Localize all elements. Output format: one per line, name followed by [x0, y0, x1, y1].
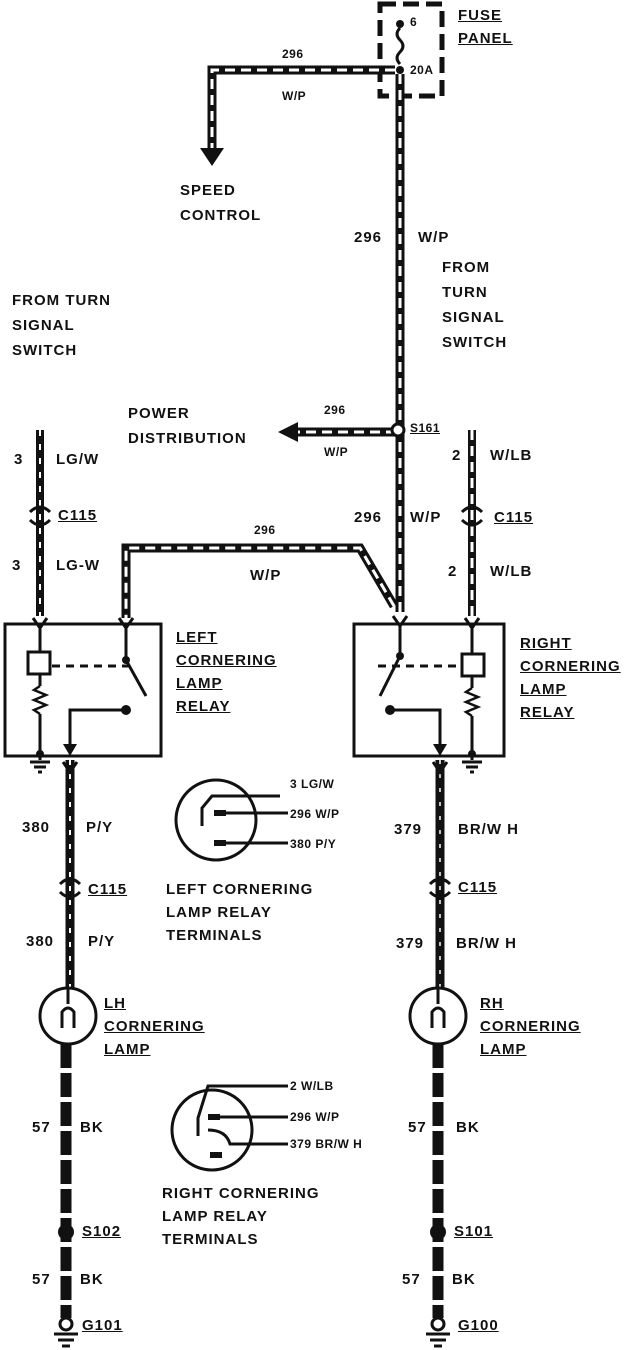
wire-296-power-distribution — [278, 422, 406, 442]
left-output-circuit-top: 380 — [22, 819, 51, 836]
right-terminal-2: 296 W/P — [290, 1110, 340, 1124]
lower-feed-color: W/P — [410, 509, 442, 526]
from-turn-signal-left: FROM TURN SIGNAL SWITCH — [12, 292, 111, 359]
right-ground-color-bottom: BK — [452, 1271, 476, 1288]
left-output-color-top: P/Y — [86, 819, 114, 836]
left-terminal-2: 296 W/P — [290, 807, 340, 821]
left-output-color-bottom: P/Y — [88, 933, 116, 950]
right-terminal-3: 379 BR/W H — [290, 1137, 363, 1151]
lower-feed-circuit: 296 — [354, 509, 383, 526]
right-input-connector: C115 — [494, 509, 534, 526]
left-terminals-title: LEFT CORNERING LAMP RELAY TERMINALS — [166, 881, 314, 944]
left-input-circuit-top: 3 — [14, 451, 24, 468]
cross-feed-color: W/P — [250, 567, 282, 584]
wire-296-cross-feed — [121, 543, 398, 618]
left-output-connector: C115 — [88, 881, 128, 898]
wire-380-left-output — [58, 760, 82, 992]
right-relay-label: RIGHT CORNERING LAMP RELAY — [520, 635, 621, 721]
wire-3-left-input — [28, 430, 52, 616]
left-ground-circuit-top: 57 — [32, 1119, 51, 1136]
right-terminals-title: RIGHT CORNERING LAMP RELAY TERMINALS — [162, 1185, 320, 1248]
speed-control-color: W/P — [282, 89, 307, 103]
speed-control-label: SPEED CONTROL — [180, 182, 262, 224]
left-relay-terminal-view — [174, 778, 288, 862]
splice-s102: S102 — [82, 1223, 122, 1240]
wire-2-right-input — [460, 430, 484, 616]
right-output-circuit-bottom: 379 — [396, 935, 425, 952]
right-output-color-top: BR/W H — [458, 821, 519, 838]
right-input-color-bottom: W/LB — [490, 563, 533, 580]
left-relay-label: LEFT CORNERING LAMP RELAY — [176, 629, 277, 715]
power-distribution-circuit: 296 — [324, 403, 346, 417]
ground-g101: G101 — [82, 1317, 123, 1334]
from-turn-signal-right: FROM TURN SIGNAL SWITCH — [442, 259, 508, 351]
speed-control-circuit: 296 — [282, 47, 304, 61]
left-ground-circuit-bottom: 57 — [32, 1271, 51, 1288]
right-output-connector: C115 — [458, 879, 498, 896]
right-output-color-bottom: BR/W H — [456, 935, 517, 952]
splice-s161: S161 — [410, 421, 441, 435]
wire-379-right-output — [428, 760, 452, 992]
main-feed-color: W/P — [418, 229, 450, 246]
left-input-circuit-bottom: 3 — [12, 557, 22, 574]
splice-s101: S101 — [454, 1223, 494, 1240]
wire-296-speed-control — [200, 65, 395, 166]
right-input-color-top: W/LB — [490, 447, 533, 464]
left-input-color-top: LG/W — [56, 451, 100, 468]
fuse-number: 6 — [410, 15, 418, 29]
fuse-rating: 20A — [410, 63, 434, 77]
right-relay-box — [352, 615, 506, 774]
wire-57-right-ground — [426, 1044, 450, 1348]
wire-57-left-ground — [54, 1044, 78, 1348]
right-output-circuit-top: 379 — [394, 821, 423, 838]
fuse-panel-label: FUSE PANEL — [458, 7, 513, 47]
left-output-circuit-bottom: 380 — [26, 933, 55, 950]
left-ground-color-bottom: BK — [80, 1271, 104, 1288]
right-relay-terminal-view — [170, 1084, 288, 1172]
left-terminal-3: 380 P/Y — [290, 837, 337, 851]
left-terminal-1: 3 LG/W — [290, 777, 335, 791]
right-ground-circuit-bottom: 57 — [402, 1271, 421, 1288]
right-terminal-1: 2 W/LB — [290, 1079, 334, 1093]
ground-g100: G100 — [458, 1317, 499, 1334]
fuse-panel — [377, 1, 445, 99]
left-input-connector: C115 — [58, 507, 98, 524]
main-feed-circuit: 296 — [354, 229, 383, 246]
left-relay-box — [3, 617, 163, 774]
left-input-color-bottom: LG-W — [56, 557, 100, 574]
power-distribution-label: POWER DISTRIBUTION — [128, 405, 247, 447]
right-input-circuit-bottom: 2 — [448, 563, 458, 580]
right-ground-color-top: BK — [456, 1119, 480, 1136]
cross-feed-circuit: 296 — [254, 523, 276, 537]
lh-lamp-label: LH CORNERING LAMP — [104, 995, 205, 1058]
right-input-circuit-top: 2 — [452, 447, 462, 464]
rh-lamp-label: RH CORNERING LAMP — [480, 995, 581, 1058]
right-ground-circuit-top: 57 — [408, 1119, 427, 1136]
left-ground-color-top: BK — [80, 1119, 104, 1136]
power-distribution-color: W/P — [324, 445, 349, 459]
